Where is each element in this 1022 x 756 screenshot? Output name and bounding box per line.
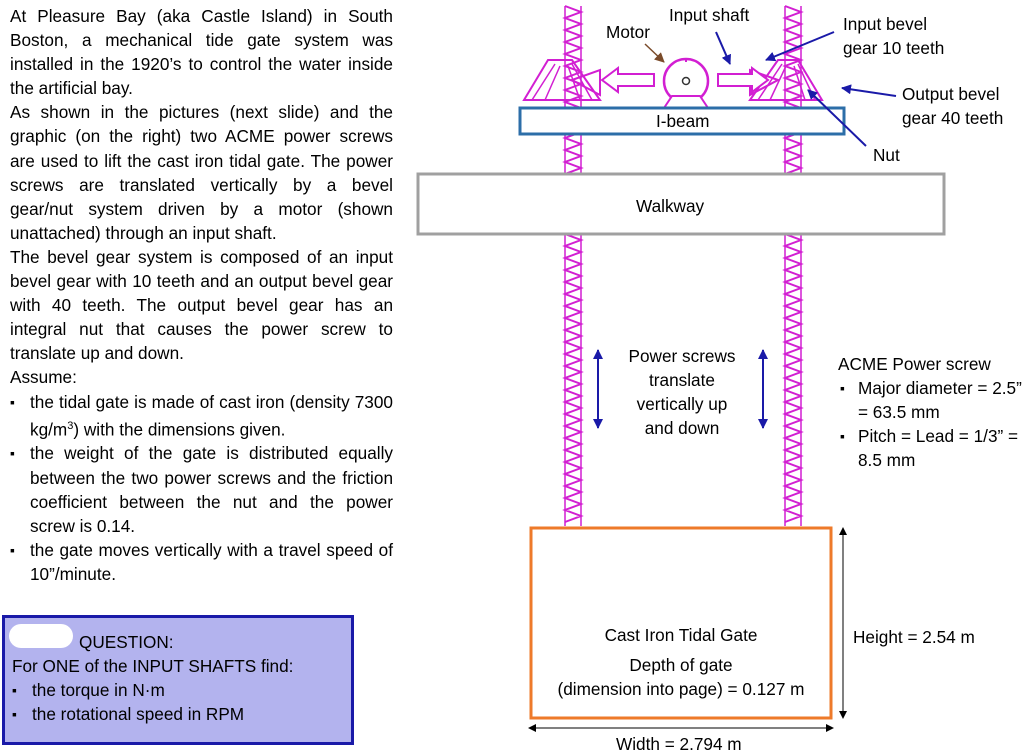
output-bevel-label-2: gear 40 teeth xyxy=(902,108,1004,128)
acme-list: Major diameter = 2.5” = 63.5 mm Pitch = … xyxy=(838,376,1022,472)
shaft-arrow-right xyxy=(717,66,770,94)
question-item: the rotational speed in RPM xyxy=(12,702,347,726)
question-list: the torque in N·m the rotational speed i… xyxy=(12,678,347,726)
input-shaft-label: Input shaft xyxy=(669,5,750,25)
assumption-item: the gate moves vertically with a travel … xyxy=(10,538,393,586)
assumption-item: the weight of the gate is distributed eq… xyxy=(10,441,393,537)
input-bevel-pointer xyxy=(765,31,835,62)
acme-item: Major diameter = 2.5” = 63.5 mm xyxy=(838,376,1022,424)
assumption-list: the tidal gate is made of cast iron (den… xyxy=(10,390,393,586)
question-lead: For ONE of the INPUT SHAFTS find: xyxy=(12,656,294,676)
acme-item: Pitch = Lead = 1/3” = 8.5 mm xyxy=(838,424,1022,472)
input-bevel-label-1: Input bevel xyxy=(843,14,928,34)
acme-title: ACME Power screw xyxy=(838,354,991,374)
power-screw-left xyxy=(562,5,584,526)
ibeam-label: I-beam xyxy=(656,111,710,131)
question-item: the torque in N·m xyxy=(12,678,347,702)
height-label: Height = 2.54 m xyxy=(853,627,975,647)
assume-label: Assume: xyxy=(10,367,77,388)
question-body: For ONE of the INPUT SHAFTS find: the to… xyxy=(12,654,347,726)
nut-label: Nut xyxy=(873,145,900,165)
screws-note-4: and down xyxy=(644,418,720,438)
screw-thread xyxy=(782,5,804,523)
question-title: QUESTION: xyxy=(79,632,174,652)
intro-paragraph-2: As shown in the pictures (next slide) an… xyxy=(10,102,393,243)
tidal-gate xyxy=(529,526,833,720)
gate-depth-value: (dimension into page) = 0.127 m xyxy=(557,679,805,699)
screws-note-1: Power screws xyxy=(628,346,736,366)
gate-label: Cast Iron Tidal Gate xyxy=(604,625,758,645)
intro-paragraph-3: The bevel gear system is composed of an … xyxy=(10,246,393,364)
assumption-item: the tidal gate is made of cast iron (den… xyxy=(10,390,393,442)
input-shaft-pointer xyxy=(715,31,731,65)
walkway-label: Walkway xyxy=(636,196,705,216)
left-bevel-gear xyxy=(522,59,602,101)
question-box: QUESTION: For ONE of the INPUT SHAFTS fi… xyxy=(2,615,354,745)
redaction-mark xyxy=(9,624,73,648)
motor-label: Motor xyxy=(606,22,650,42)
shaft-arrow-left xyxy=(600,66,655,94)
output-bevel-pointer xyxy=(841,84,897,97)
power-screw-right xyxy=(782,5,804,526)
gate-depth-label: Depth of gate xyxy=(629,655,733,675)
screws-note-3: vertically up xyxy=(636,394,728,414)
input-bevel-label-2: gear 10 teeth xyxy=(843,38,945,58)
intro-paragraph-1: At Pleasure Bay (aka Castle Island) in S… xyxy=(10,6,393,99)
screws-note-2: translate xyxy=(649,370,715,390)
nut-pointer xyxy=(807,89,867,147)
ibeam xyxy=(518,106,846,136)
walkway xyxy=(416,172,946,236)
motor-pointer xyxy=(644,43,665,63)
output-bevel-label-1: Output bevel xyxy=(902,84,1000,104)
acme-spec: ACME Power screw Major diameter = 2.5” =… xyxy=(838,352,1022,472)
problem-statement: At Pleasure Bay (aka Castle Island) in S… xyxy=(10,4,393,586)
width-label: Width = 2.794 m xyxy=(616,734,742,754)
motor-icon xyxy=(662,57,710,109)
